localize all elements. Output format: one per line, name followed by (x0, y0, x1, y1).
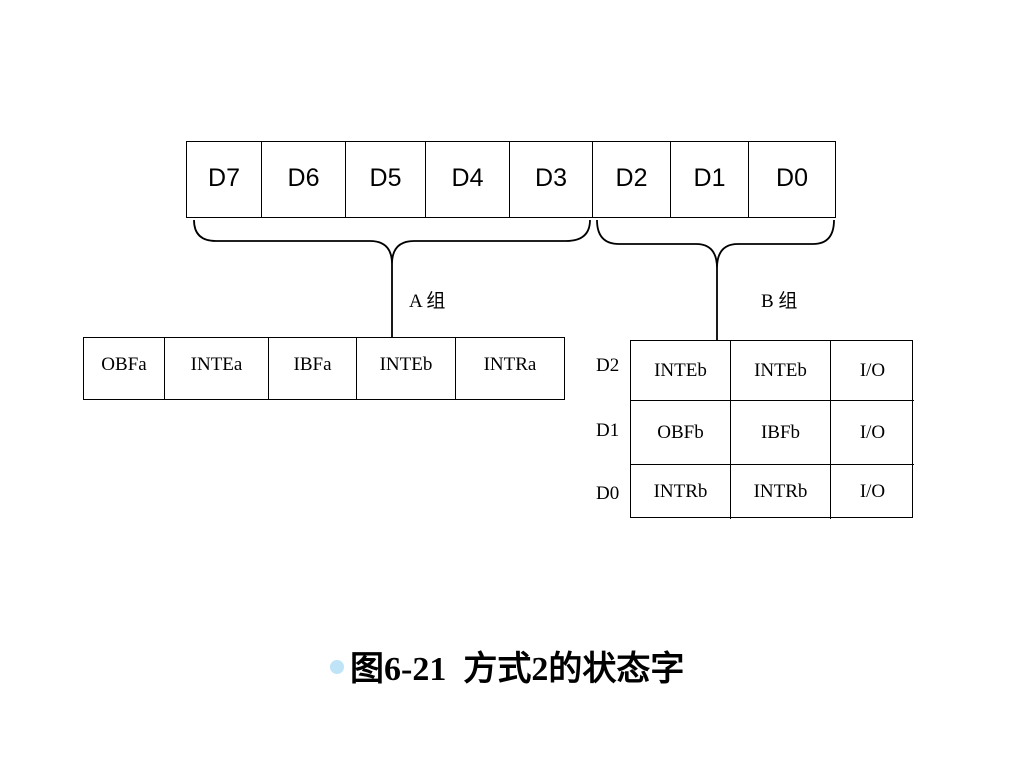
group-b-row-label: D1 (596, 420, 620, 441)
bit-cell-d0: D0 (748, 141, 836, 218)
group-b-row-label: D0 (596, 483, 620, 504)
bit-label: D4 (451, 164, 484, 192)
group-b-cell: OBFb (631, 401, 731, 465)
group-b-brace (596, 219, 835, 269)
bit-label: D1 (693, 164, 726, 192)
bit-cell-d2: D2 (592, 141, 670, 218)
status-word-register: D7 D6 D5 D4 D3 D2 D1 D0 (186, 141, 836, 218)
bit-label: D7 (208, 164, 240, 192)
group-a-table: OBFa INTEa IBFa INTEb INTRa (83, 337, 565, 400)
group-b-cell: I/O (831, 401, 914, 465)
group-b-cell: I/O (831, 341, 914, 401)
group-b-cell: INTRb (631, 465, 731, 519)
group-b-table: INTEb INTEb I/O OBFb IBFb I/O INTRb INTR… (630, 340, 914, 519)
figure-caption: 图6-21 方式2的状态字 (330, 640, 684, 690)
bit-cell-d7: D7 (186, 141, 261, 218)
bit-label: D6 (287, 164, 320, 192)
group-b-cell: INTEb (631, 341, 731, 401)
bit-cell-d1: D1 (670, 141, 748, 218)
bit-cell-d3: D3 (509, 141, 592, 218)
group-b-cell: I/O (859, 481, 886, 502)
bit-label: D2 (615, 164, 648, 192)
bit-cell-d5: D5 (345, 141, 425, 218)
group-a-cell: INTRa (455, 337, 565, 400)
bit-label: D5 (369, 164, 402, 192)
group-b-cell: INTRb (731, 465, 831, 519)
group-a-cell: INTEb (356, 337, 455, 400)
bit-cell-d4: D4 (425, 141, 509, 218)
group-b-cell: IBFb (731, 401, 831, 465)
bullet-icon (330, 660, 344, 674)
group-a-brace (193, 219, 591, 265)
caption-text: 图6-21 方式2的状态字 (350, 650, 685, 688)
bit-label: D0 (776, 164, 808, 192)
group-b-label: B 组 (761, 291, 798, 312)
group-b-row-label: D2 (596, 355, 620, 376)
group-a-cell: IBFa (268, 337, 356, 400)
group-a-cell: OBFa (83, 337, 164, 400)
group-a-cell: INTEa (164, 337, 268, 400)
group-b-cell: INTEb (731, 341, 831, 401)
group-a-label: A 组 (409, 291, 446, 312)
bit-label: D3 (535, 164, 567, 192)
bit-cell-d6: D6 (261, 141, 345, 218)
